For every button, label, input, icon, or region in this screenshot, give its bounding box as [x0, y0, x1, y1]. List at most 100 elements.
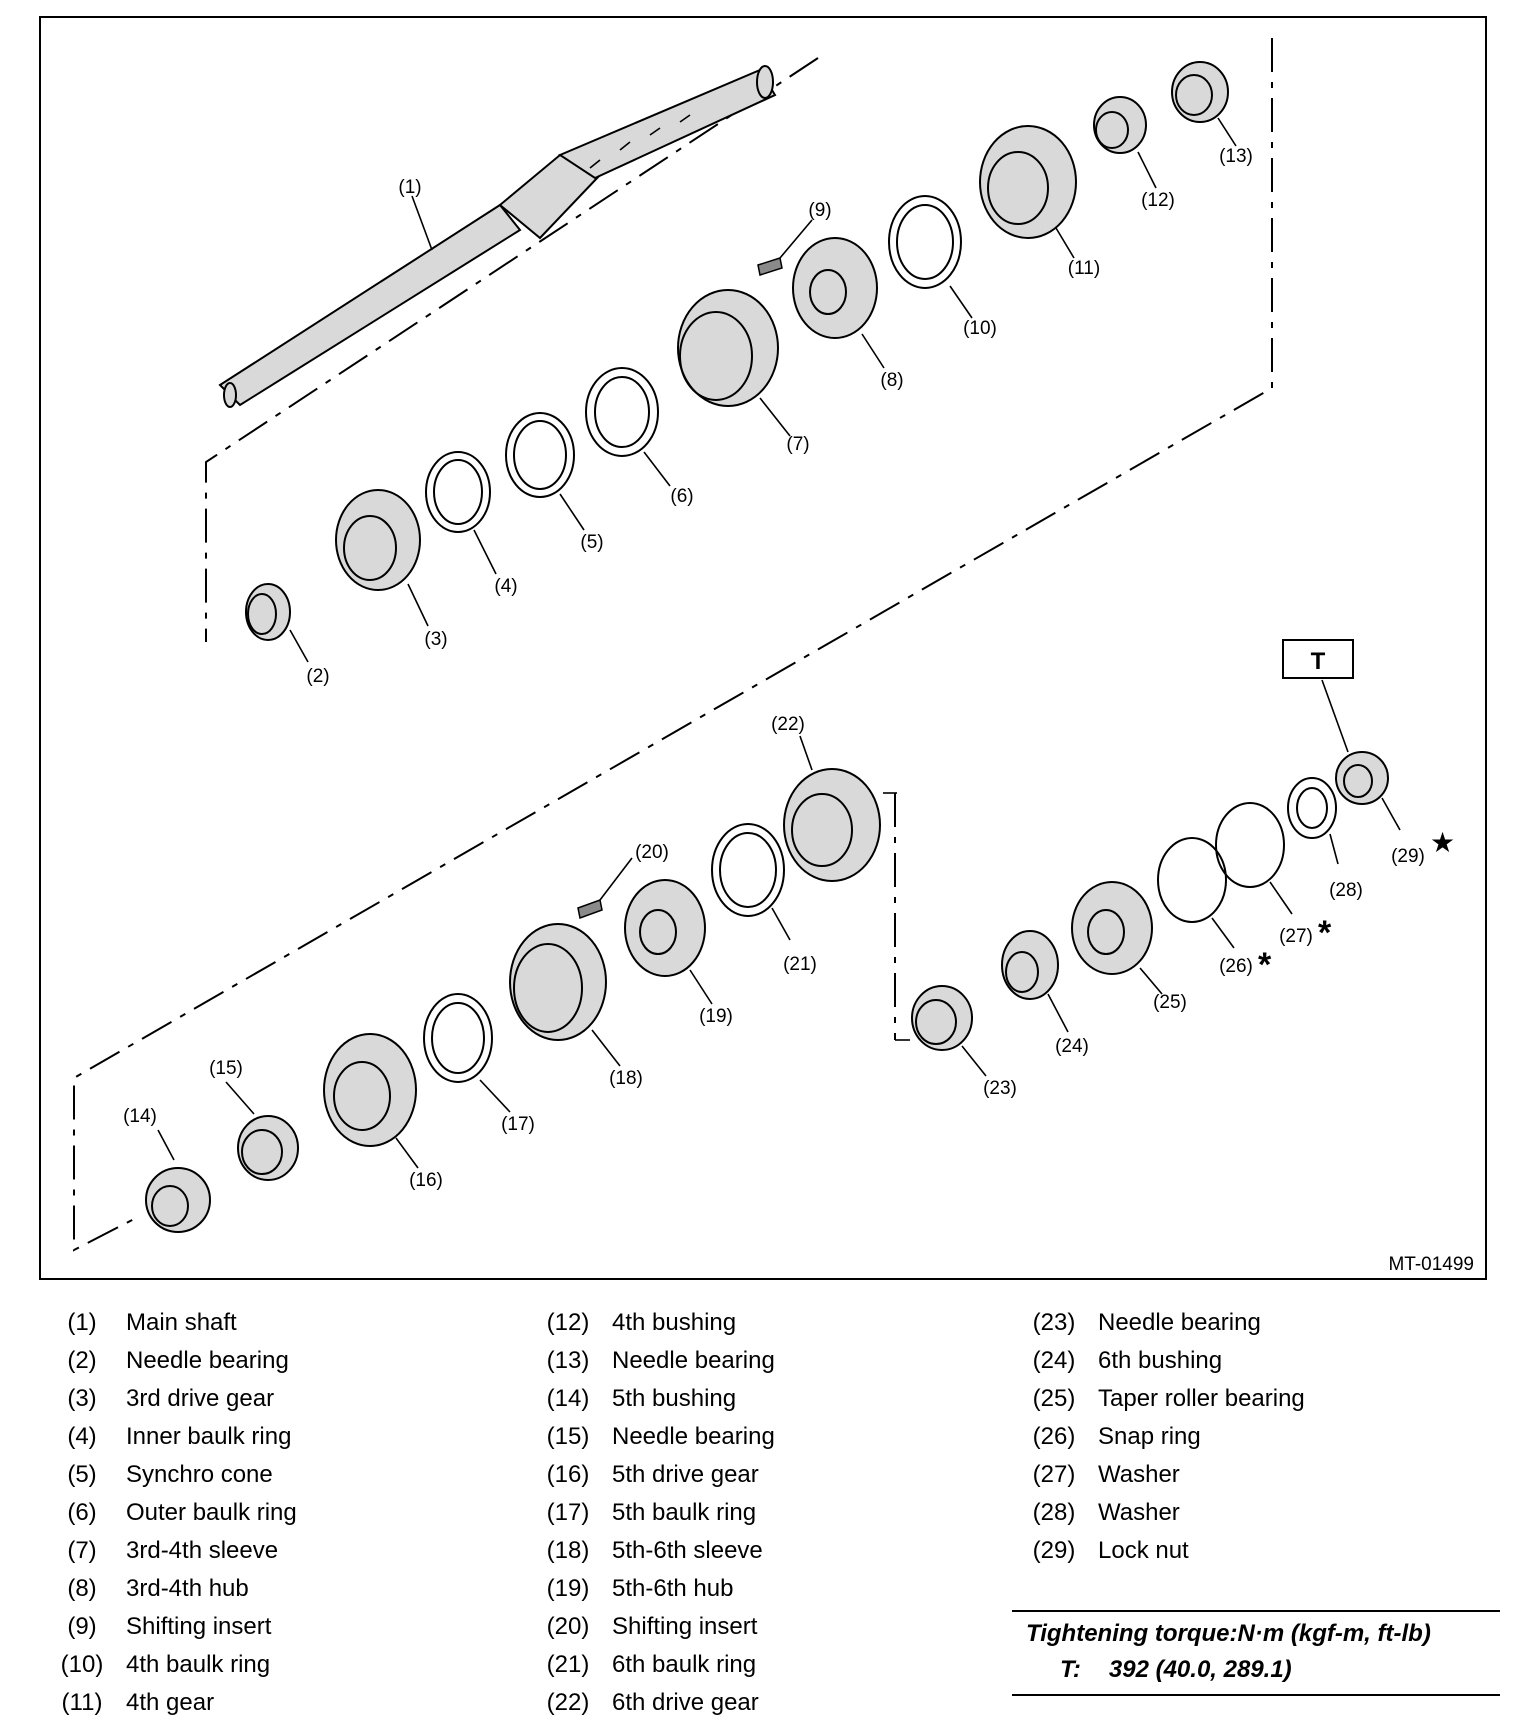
- torque-spec-row: T: 392 (40.0, 289.1): [1012, 1652, 1500, 1694]
- legend-item: (21) 6th baulk ring: [534, 1646, 775, 1684]
- asterisk-mark-27: *: [1318, 914, 1332, 952]
- legend-item-number: (18): [546, 1537, 590, 1564]
- callout-12: (12): [1141, 190, 1175, 211]
- legend-item-number: (10): [60, 1651, 104, 1678]
- callout-6: (6): [670, 486, 693, 507]
- legend-item-number: (26): [1032, 1423, 1076, 1450]
- third-fourth-sleeve-part: [677, 289, 779, 407]
- fourth-gear-part: [979, 125, 1077, 239]
- fifth-sixth-sleeve-part: [509, 923, 607, 1041]
- legend-item-label: Lock nut: [1098, 1537, 1189, 1564]
- legend-item-label: 4th gear: [126, 1689, 215, 1716]
- legend-item-label: Taper roller bearing: [1098, 1385, 1305, 1412]
- legend-item-number: (13): [546, 1347, 590, 1374]
- legend-item-number: (1): [67, 1309, 97, 1336]
- legend-item-number: (3): [67, 1385, 97, 1412]
- callout-16: (16): [409, 1170, 443, 1191]
- legend-item-number: (29): [1032, 1537, 1076, 1564]
- main-shaft-part: [218, 65, 777, 408]
- legend-item-number: (16): [546, 1461, 590, 1488]
- diagram-frame: [39, 16, 1487, 1280]
- legend-item-number: (25): [1032, 1385, 1076, 1412]
- legend-item-label: 4th baulk ring: [126, 1651, 271, 1678]
- callout-labels: (1) (2) (3) (4) (5) (6) (7) (8) (9) (10)…: [123, 146, 1425, 1191]
- callout-11: (11): [1068, 258, 1100, 279]
- callout-24: (24): [1055, 1036, 1089, 1057]
- callout-22: (22): [771, 714, 805, 735]
- legend-item-label: 3rd-4th sleeve: [126, 1537, 279, 1564]
- legend-item: (11) 4th gear: [48, 1684, 297, 1722]
- callout-4: (4): [494, 576, 517, 597]
- callout-8: (8): [880, 370, 903, 391]
- fifth-sixth-hub-part: [624, 879, 706, 977]
- legend-item: (5)Synchro cone: [48, 1456, 297, 1494]
- torque-rule-top: [1012, 1610, 1500, 1612]
- legend-item: (27) Washer: [1020, 1456, 1305, 1494]
- legend-item: (9)Shifting insert: [48, 1608, 297, 1646]
- legend-item-label: Washer: [1098, 1461, 1180, 1488]
- callout-21: (21): [783, 954, 817, 975]
- legend-item-number: (19): [546, 1575, 590, 1602]
- third-drive-gear-part: [335, 489, 421, 591]
- legend-item-label: 6th drive gear: [612, 1689, 759, 1716]
- needle-bearing-2-part: [245, 583, 291, 641]
- callout-17: (17): [501, 1114, 535, 1135]
- leader-lines: [157, 117, 1401, 1169]
- legend-item-label: Snap ring: [1098, 1423, 1201, 1450]
- shifting-insert-9-part: [757, 257, 783, 276]
- legend-item-number: (5): [67, 1461, 97, 1488]
- legend-item: (1) Main shaft: [48, 1304, 297, 1342]
- legend-item-number: (11): [61, 1689, 103, 1716]
- legend-item: (28)Washer: [1020, 1494, 1305, 1532]
- legend-item-label: 5th baulk ring: [612, 1499, 757, 1526]
- assembly-axis-lines: [73, 38, 1273, 1252]
- snap-ring-part: [1157, 837, 1227, 923]
- callout-29: (29): [1391, 846, 1425, 867]
- callout-14: (14): [123, 1106, 157, 1127]
- legend-item: (14) 5th bushing: [534, 1380, 775, 1418]
- legend-item-number: (4): [67, 1423, 97, 1450]
- legend-item-number: (27): [1032, 1461, 1076, 1488]
- taper-roller-bearing-part: [1071, 881, 1153, 975]
- legend-item-label: Main shaft: [126, 1309, 237, 1336]
- sixth-drive-gear-part: [783, 768, 881, 882]
- legend-item-label: 4th bushing: [612, 1309, 737, 1336]
- legend-item-label: 6th baulk ring: [612, 1651, 757, 1678]
- legend-item: (3)3rd drive gear: [48, 1380, 297, 1418]
- legend-item: (2)Needle bearing: [48, 1342, 297, 1380]
- legend-item-label: Outer baulk ring: [126, 1499, 297, 1526]
- legend-item-label: Needle bearing: [1098, 1309, 1261, 1336]
- legend-item-label: Needle bearing: [612, 1347, 775, 1374]
- legend-item-number: (17): [546, 1499, 590, 1526]
- legend-item: (8)3rd-4th hub: [48, 1570, 297, 1608]
- torque-code-box-label: T: [1311, 648, 1326, 675]
- legend-item: (25) Taper roller bearing: [1020, 1380, 1305, 1418]
- legend-column-1: (1) Main shaft (2)Needle bearing(3)3rd dri…: [48, 1304, 297, 1722]
- sixth-bushing-part: [1001, 930, 1059, 1000]
- legend-item-number: (21): [546, 1651, 590, 1678]
- callout-9: (9): [808, 200, 831, 221]
- torque-rule-bottom: [1012, 1694, 1500, 1696]
- legend-item-number: (7): [67, 1537, 97, 1564]
- legend-item: (23)Needle bearing: [1020, 1304, 1305, 1342]
- legend-item: (13) Needle bearing: [534, 1342, 775, 1380]
- legend-item-number: (14): [546, 1385, 590, 1412]
- callout-19: (19): [699, 1006, 733, 1027]
- torque-code: T:: [1060, 1656, 1081, 1683]
- legend-column-3: (23)Needle bearing(24)6th bushing(25)Tap…: [1020, 1304, 1305, 1570]
- legend-item-label: 5th drive gear: [612, 1461, 759, 1488]
- torque-value: 392 (40.0, 289.1): [1108, 1656, 1292, 1683]
- legend-item: (6)Outer baulk ring: [48, 1494, 297, 1532]
- legend-item-number: (22): [546, 1689, 590, 1716]
- legend-item-number: (12): [546, 1309, 590, 1336]
- legend-item-label: Shifting insert: [126, 1613, 272, 1640]
- third-fourth-hub-part: [792, 237, 878, 339]
- legend-item-label: 5th bushing: [612, 1385, 737, 1412]
- shifting-insert-20-part: [577, 898, 603, 920]
- legend-item: (26) Snap ring: [1020, 1418, 1305, 1456]
- legend-column-2: (12) 4th bushing (13) Needle bearing (14) 5th…: [534, 1304, 775, 1722]
- asterisk-mark-26: *: [1258, 946, 1272, 984]
- inner-baulk-ring-part: [425, 451, 491, 533]
- sixth-baulk-ring-part: [711, 823, 785, 917]
- callout-13: (13): [1219, 146, 1253, 167]
